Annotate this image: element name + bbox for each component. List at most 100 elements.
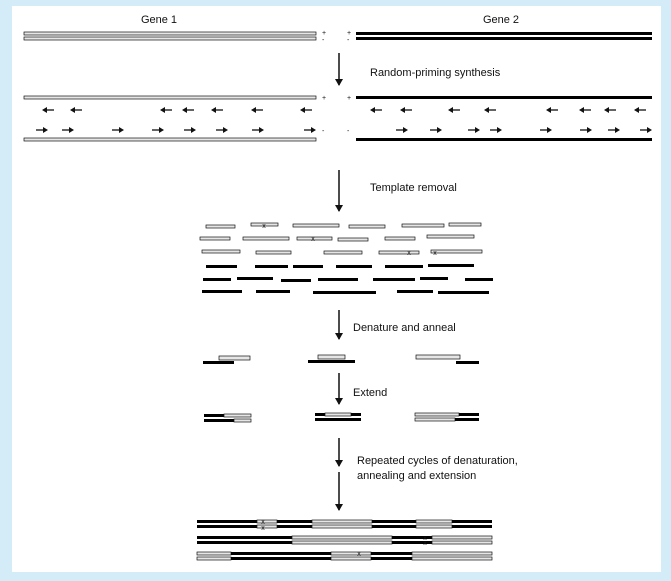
gene1-primers-reverse	[42, 107, 312, 113]
gene1-segment	[426, 234, 475, 239]
primer-arrow	[251, 107, 263, 113]
mutation-mark: x	[262, 223, 266, 230]
primer-arrow	[300, 107, 312, 113]
primer-arrow	[540, 127, 552, 133]
gene2-template-minus	[356, 138, 652, 141]
primer-arrow	[468, 127, 480, 133]
gene2-segment	[373, 278, 415, 281]
primer-arrow	[484, 107, 496, 113]
extended-pair	[414, 412, 479, 422]
primer-arrow	[640, 127, 652, 133]
gene2-segment	[452, 520, 492, 523]
gene2-strand-bottom	[356, 37, 652, 40]
gene1-segment	[337, 237, 369, 242]
primer-arrow	[546, 107, 558, 113]
gene1-segment	[430, 249, 483, 254]
gene2-segment	[372, 525, 416, 528]
gene2-strand-top	[356, 32, 652, 35]
gene1-segment	[330, 556, 372, 561]
gene2-segment	[197, 520, 257, 523]
gene1-segment	[199, 236, 231, 241]
primer-arrow	[634, 107, 646, 113]
primer-arrow	[304, 127, 316, 133]
gene2-segment	[336, 265, 372, 268]
gene2-segment	[231, 552, 331, 555]
step-label-denature-anneal: Denature and anneal	[353, 322, 456, 334]
gene2-primers-reverse	[370, 107, 646, 113]
gene2-segment	[197, 536, 292, 539]
primer-arrow	[430, 127, 442, 133]
gene1-segment	[330, 551, 372, 556]
dna-shuffling-diagram: Gene 1 Gene 2 + - + - Random-priming syn…	[23, 14, 652, 561]
primer-arrow	[211, 107, 223, 113]
gene1-segment	[348, 224, 386, 229]
gene1-segment	[201, 249, 241, 254]
gene1-segment	[256, 519, 278, 524]
step-label-extend: Extend	[353, 387, 387, 399]
gene2-segment	[313, 291, 348, 294]
minus-mark: -	[347, 37, 350, 44]
gene2-segment	[372, 520, 416, 523]
minus-mark: -	[322, 37, 325, 44]
gene2-segment	[318, 278, 358, 281]
gene1-segment	[291, 540, 393, 545]
primer-arrow	[490, 127, 502, 133]
step-label-template-removal: Template removal	[370, 182, 457, 194]
gene2-segment	[428, 264, 474, 267]
gene2-segment	[281, 279, 311, 282]
gene2-segment	[371, 552, 412, 555]
gene2-segment	[385, 265, 423, 268]
minus-mark: -	[347, 128, 350, 135]
gene2-segment	[197, 525, 257, 528]
gene1-segment	[448, 222, 482, 227]
mutation-mark: x	[433, 250, 437, 257]
gene1-segment	[415, 524, 453, 529]
mutation-mark: x	[407, 250, 411, 257]
plus-mark: +	[322, 30, 326, 37]
mutation-mark: x	[423, 540, 427, 547]
plus-mark: +	[347, 30, 351, 37]
gene2-segment	[202, 290, 242, 293]
gene1-segment	[292, 223, 340, 228]
gene2-segment	[392, 536, 432, 539]
annealed-pair	[308, 354, 355, 363]
primer-arrow	[608, 127, 620, 133]
gene1-segment	[291, 535, 393, 540]
gene1-segment	[384, 236, 416, 241]
gene2-segment	[392, 541, 432, 544]
primer-arrow	[252, 127, 264, 133]
primer-arrow	[448, 107, 460, 113]
gene1-segment	[401, 223, 445, 228]
gene2-segment	[256, 290, 290, 293]
gene1-segment	[205, 224, 236, 229]
gene1-template-minus	[23, 137, 317, 142]
gene2-segment	[420, 277, 448, 280]
gene1-template-plus	[23, 95, 317, 100]
gene1-segment	[250, 222, 279, 227]
annealed-pair	[415, 354, 479, 364]
primer-arrow	[184, 127, 196, 133]
extended-pair	[315, 412, 361, 421]
gene2-template-plus	[356, 96, 652, 99]
plus-mark: +	[322, 95, 326, 102]
gene1-segment	[378, 250, 420, 255]
step-label-repeated-line1: Repeated cycles of denaturation,	[357, 455, 518, 467]
gene2-primers-forward	[396, 127, 652, 133]
gene1-segment	[323, 250, 363, 255]
gene2-segment	[237, 277, 273, 280]
gene1-segment	[196, 551, 232, 556]
primer-arrow	[152, 127, 164, 133]
minus-mark: -	[322, 128, 325, 135]
gene1-strand-bottom	[23, 36, 317, 41]
gene1-segment	[311, 524, 373, 529]
step-label-repeated-line2: annealing and extension	[357, 470, 476, 482]
gene2-heading: Gene 2	[483, 14, 519, 26]
gene2-segment	[293, 265, 323, 268]
gene2-segment	[203, 278, 231, 281]
gene2-segment	[465, 278, 493, 281]
annealed-pair	[203, 355, 251, 364]
primer-arrow	[160, 107, 172, 113]
gene1-segment	[431, 540, 493, 545]
gene2-segment	[397, 290, 433, 293]
mutation-mark: x	[423, 535, 427, 542]
